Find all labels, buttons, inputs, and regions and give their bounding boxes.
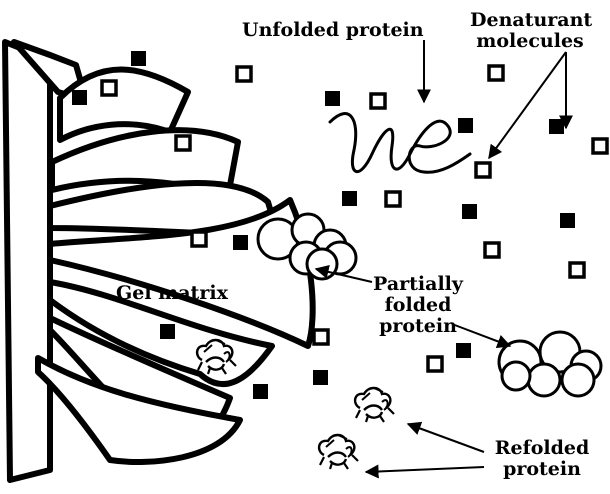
refolded-protein-cluster (355, 388, 394, 422)
label-refolded: Refolded protein (484, 438, 600, 480)
label-denaturant-line1: Denaturant (470, 10, 590, 31)
unfolded-protein (330, 114, 470, 173)
label-unfolded-protein: Unfolded protein (242, 20, 424, 41)
denaturant-molecule (237, 67, 251, 81)
label-refolded-line2: protein (484, 459, 600, 480)
label-partially-line1: Partially (360, 274, 476, 295)
denaturant-molecule (72, 90, 87, 105)
denaturant-molecule (593, 139, 607, 153)
denaturant-molecule (102, 81, 116, 95)
denaturant-molecule (371, 94, 385, 108)
denaturant-molecule (313, 370, 328, 385)
label-partially-line3: protein (360, 316, 476, 337)
arrow-refolded-1 (408, 424, 484, 452)
gel-matrix (5, 42, 313, 480)
denaturant-molecule (192, 232, 206, 246)
denaturant-molecule (462, 204, 477, 219)
label-refolded-line1: Refolded (484, 438, 600, 459)
label-denaturant-line2: molecules (470, 31, 590, 52)
denaturant-molecule (458, 118, 473, 133)
label-denaturant: Denaturant molecules (470, 10, 590, 52)
denaturant-molecule (485, 243, 499, 257)
denaturant-molecule (560, 213, 575, 228)
denaturant-molecule (325, 91, 340, 106)
denaturant-molecule (314, 330, 328, 344)
denaturant-molecule (456, 343, 471, 358)
denaturant-molecule (253, 384, 268, 399)
denaturant-molecule (233, 235, 248, 250)
denaturant-molecule (160, 324, 175, 339)
denaturant-molecule (570, 263, 584, 277)
denaturant-molecule (489, 66, 503, 80)
denaturant-molecule (131, 51, 146, 66)
partially-folded-protein-free (499, 332, 601, 396)
arrow-refolded-2 (366, 467, 484, 472)
label-partially-folded: Partially folded protein (360, 274, 476, 337)
refolded-protein-cluster (319, 435, 358, 469)
gel-stem (5, 42, 50, 480)
denaturant-molecule (386, 192, 400, 206)
denaturant-molecule (476, 163, 490, 177)
denaturant-molecule (342, 191, 357, 206)
denaturant-molecule (549, 119, 564, 134)
denaturant-molecule (428, 357, 442, 371)
label-gel-matrix: Gel matrix (116, 283, 228, 304)
label-partially-line2: folded (360, 295, 476, 316)
denaturant-molecule (176, 136, 190, 150)
